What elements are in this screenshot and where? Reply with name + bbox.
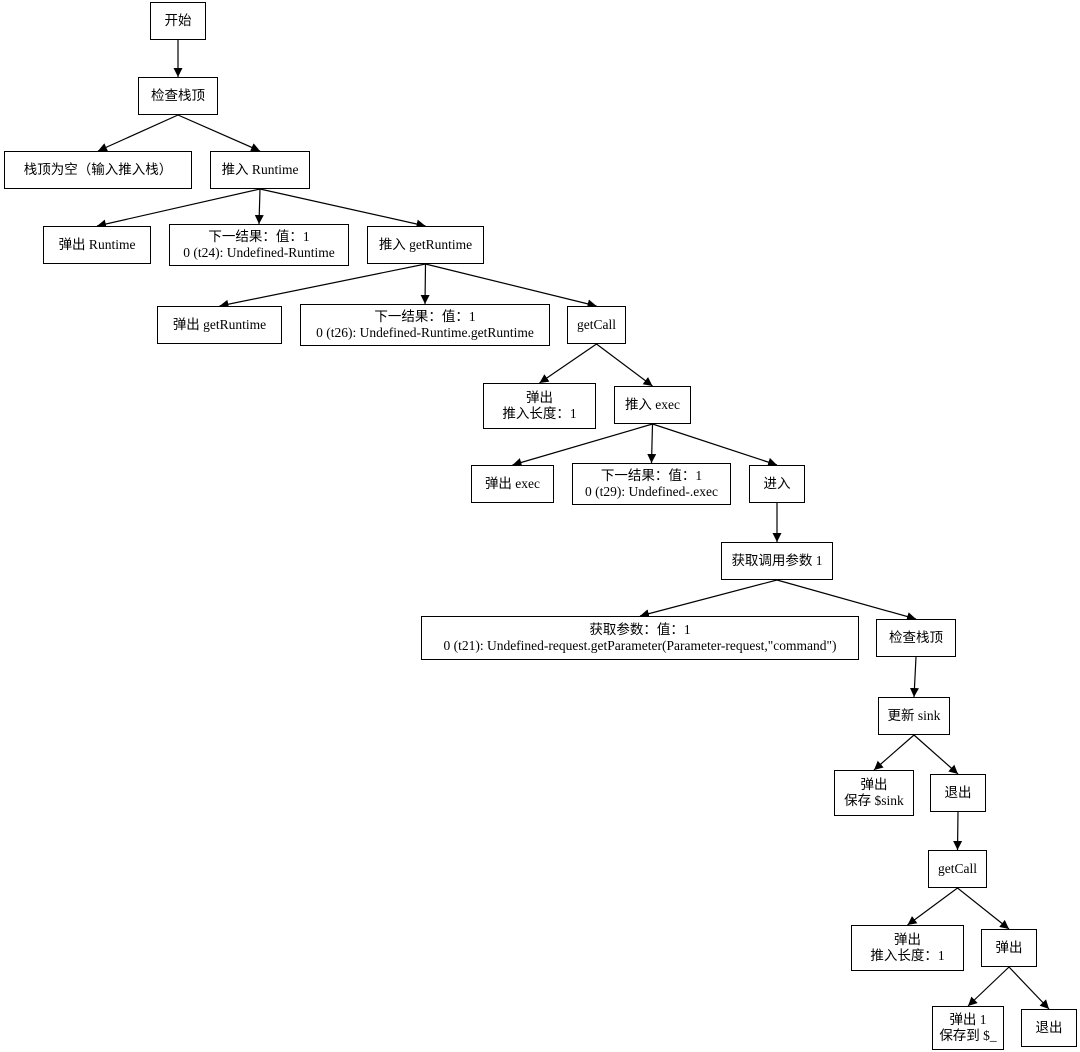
node-text-line: 推入 exec — [624, 397, 681, 412]
edge-getcall_2-to-pop_2 — [957, 887, 1010, 930]
edge-push_getruntime-to-pop_getruntime — [219, 263, 426, 309]
edge-push_exec-to-next_result_3 — [647, 423, 657, 464]
node-text-line: 更新 sink — [887, 708, 941, 723]
node-text-line: 推入长度：1 — [870, 948, 945, 963]
edge-getcall_1-to-push_exec — [596, 343, 653, 387]
node-text-line: 保存到 $_ — [939, 1028, 997, 1043]
node-text-line: 下一结果：值：1 — [374, 309, 476, 324]
node-text-line: 0 (t26): Undefined-Runtime.getRuntime — [316, 325, 534, 340]
node-getcall-2: getCall — [928, 850, 987, 888]
edge-push_exec-to-pop_exec — [512, 423, 653, 467]
node-text-line: 弹出 — [894, 932, 921, 947]
node-text-line: 推入 getRuntime — [378, 237, 473, 252]
node-stack-empty: 栈顶为空（输入推入栈） — [4, 151, 192, 189]
node-pop-push-length-2: 弹出推入长度：1 — [851, 925, 964, 971]
node-pop-exec: 弹出 exec — [471, 465, 554, 503]
node-text-line: 获取调用参数 1 — [731, 553, 823, 568]
edge-push_exec-to-enter — [652, 423, 778, 467]
node-push-exec: 推入 exec — [614, 386, 691, 424]
node-text-line: 0 (t24): Undefined-Runtime — [183, 245, 335, 260]
node-get-call-params: 获取调用参数 1 — [721, 542, 833, 580]
node-push-runtime: 推入 Runtime — [210, 151, 310, 189]
node-text-line: getCall — [577, 317, 616, 332]
node-text-line: 退出 — [1035, 1020, 1063, 1035]
node-text-line: 检查栈顶 — [889, 630, 943, 645]
node-enter: 进入 — [749, 465, 805, 503]
node-text-line: 下一结果：值：1 — [600, 468, 703, 483]
node-push-getruntime: 推入 getRuntime — [367, 226, 484, 264]
node-text-line: 弹出 — [526, 390, 553, 405]
node-pop-2: 弹出 — [981, 929, 1037, 967]
edge-push_runtime-to-push_getruntime — [259, 188, 426, 229]
node-pop-getruntime: 弹出 getRuntime — [157, 306, 282, 344]
node-text-line: 获取参数：值：1 — [589, 622, 691, 637]
node-exit-2: 退出 — [1021, 1009, 1077, 1047]
node-update-sink: 更新 sink — [878, 697, 950, 735]
node-text-line: 0 (t21): Undefined-request.getParameter(… — [443, 638, 837, 653]
edge-check_top_1-to-stack_empty — [97, 114, 179, 152]
node-pop-save-sink: 弹出保存 $sink — [834, 770, 914, 816]
node-start: 开始 — [150, 2, 206, 40]
node-pop-push-length-1: 弹出推入长度：1 — [483, 383, 596, 429]
node-check-top-1: 检查栈顶 — [138, 77, 218, 115]
node-text-line: 0 (t29): Undefined-.exec — [584, 484, 719, 499]
node-text-line: 弹出 Runtime — [58, 237, 136, 252]
node-text-line: 开始 — [164, 13, 192, 28]
node-pop-runtime: 弹出 Runtime — [43, 226, 151, 264]
edge-getcall_2-to-pop_push_len_2 — [907, 887, 958, 926]
node-text-line: 退出 — [944, 785, 972, 800]
node-text-line: 进入 — [763, 476, 791, 491]
edge-get_call_params-to-check_top_2 — [776, 579, 917, 621]
edge-pop_2-to-pop1_save — [967, 966, 1010, 1007]
node-getcall-1: getCall — [567, 306, 626, 344]
node-text-line: 推入长度：1 — [502, 406, 577, 421]
node-text-line: 弹出 getRuntime — [172, 317, 267, 332]
edge-update_sink-to-pop_save_sink — [873, 734, 915, 771]
edge-push_getruntime-to-next_result_2 — [420, 263, 430, 305]
node-text-line: 栈顶为空（输入推入栈） — [23, 162, 173, 177]
node-text-line: 保存 $sink — [844, 793, 904, 808]
node-text-line: 检查栈顶 — [151, 88, 205, 103]
node-text-line: 弹出 — [860, 777, 888, 792]
edge-pop_2-to-exit_2 — [1008, 966, 1050, 1010]
edge-push_getruntime-to-getcall_1 — [425, 263, 597, 309]
node-text-line: 推入 Runtime — [221, 162, 299, 177]
edge-push_runtime-to-pop_runtime — [96, 188, 261, 229]
node-text-line: 弹出 1 — [949, 1012, 987, 1027]
node-exit-1: 退出 — [930, 774, 986, 812]
node-text-line: getCall — [938, 861, 977, 876]
node-text-line: 弹出 — [995, 940, 1023, 955]
edge-exit_1-to-getcall_2 — [953, 811, 963, 851]
edge-check_top_2-to-update_sink — [909, 656, 919, 698]
node-text-line: 下一结果：值：1 — [208, 229, 310, 244]
edge-getcall_1-to-pop_push_len_1 — [539, 343, 597, 384]
edge-update_sink-to-exit_1 — [913, 734, 959, 775]
edge-get_call_params-to-get_param — [639, 579, 778, 619]
node-check-top-2: 检查栈顶 — [876, 619, 956, 657]
node-text-line: 弹出 exec — [484, 476, 541, 491]
edge-check_top_1-to-push_runtime — [177, 114, 261, 152]
edge-push_runtime-to-next_result_1 — [254, 188, 264, 225]
